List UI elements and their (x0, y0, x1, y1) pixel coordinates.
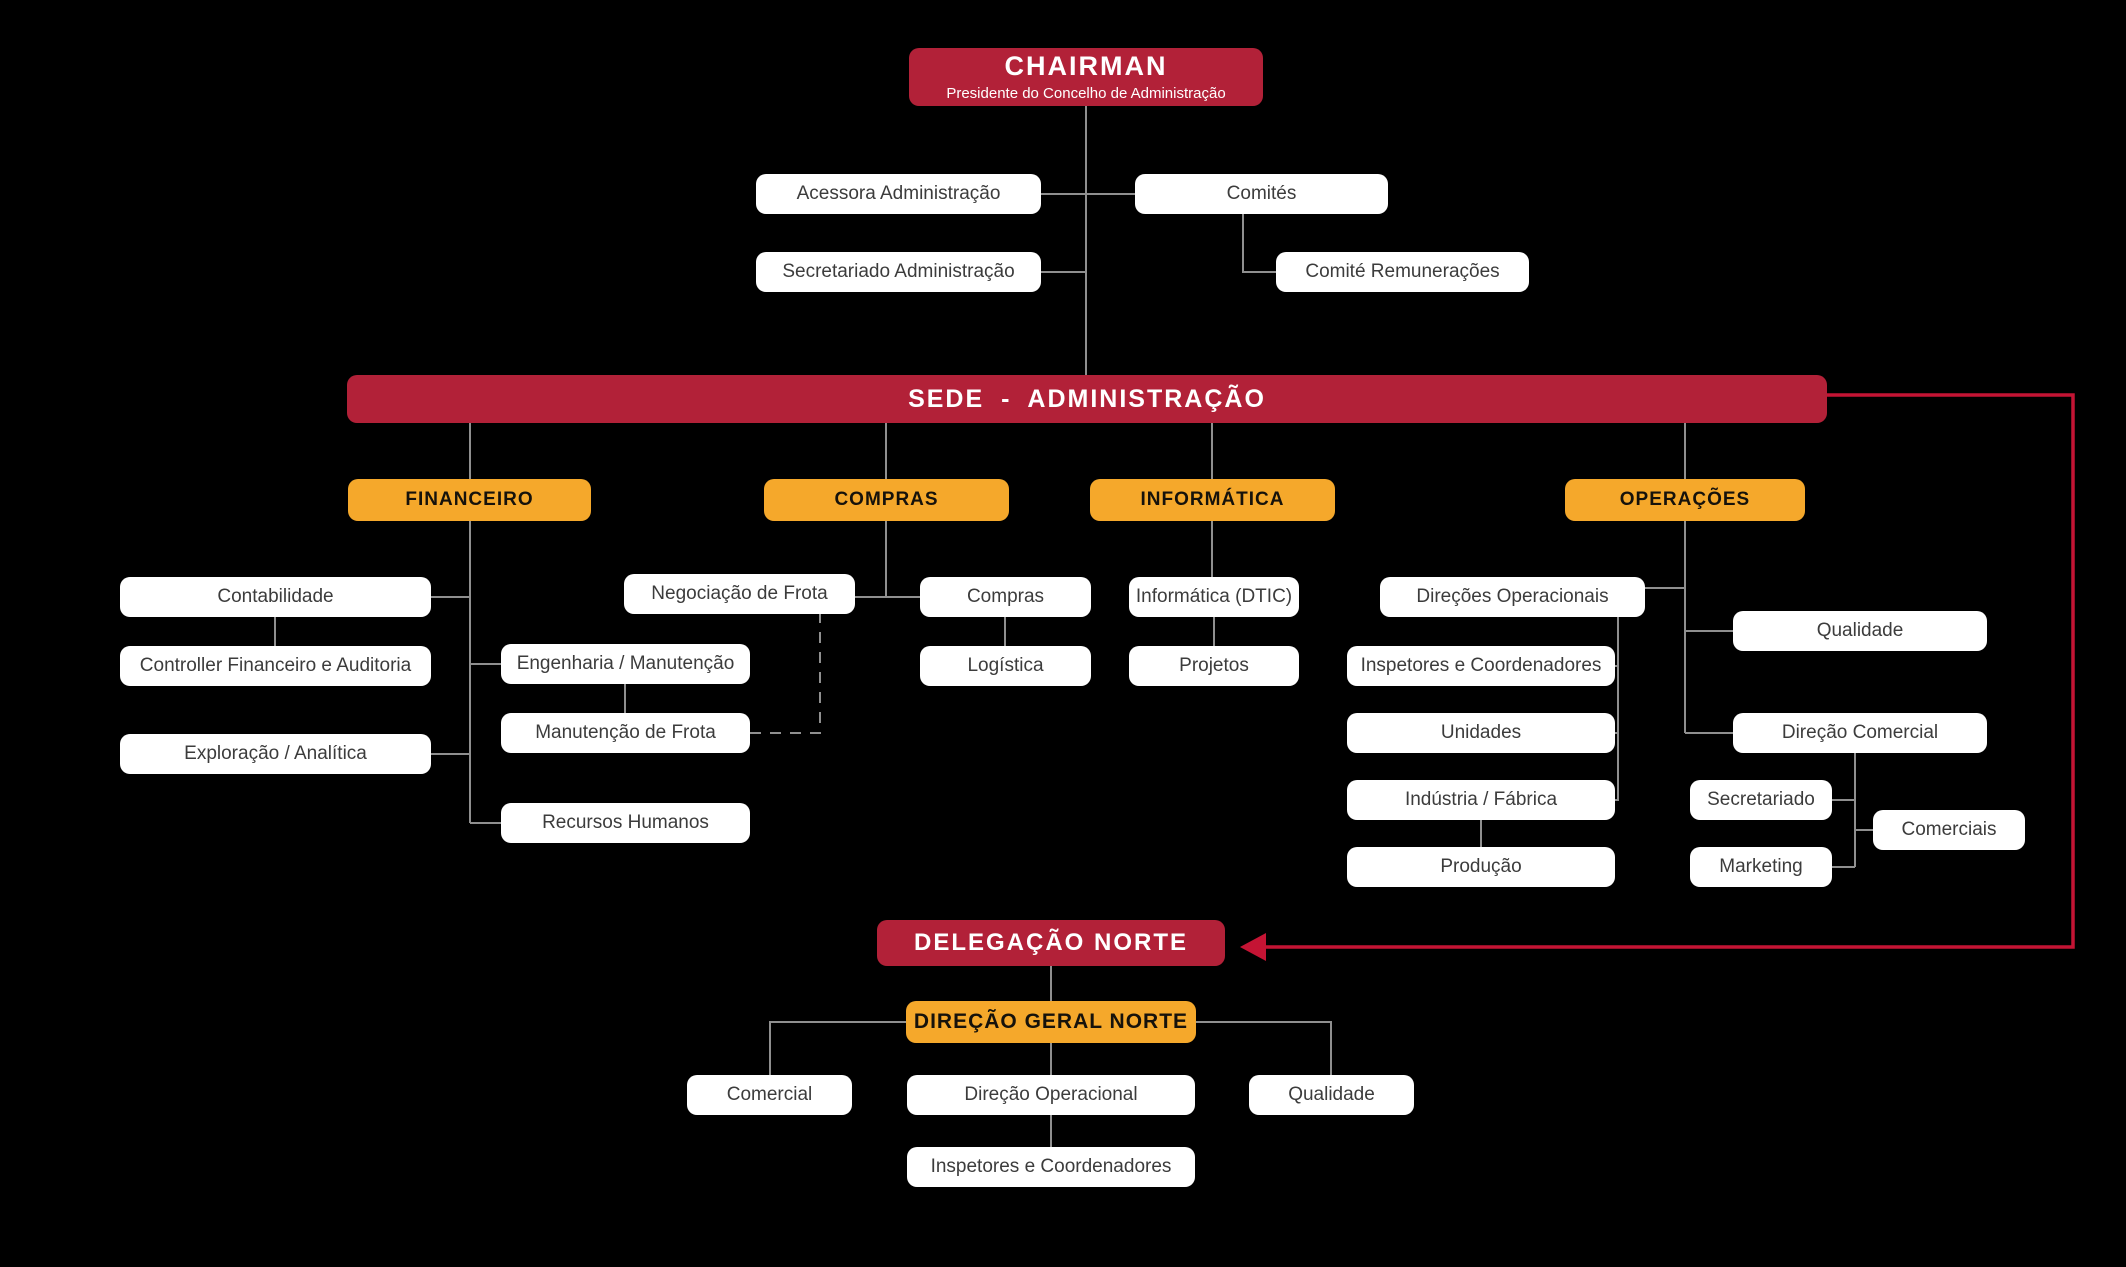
node-secretariado-administracao: Secretariado Administração (756, 252, 1041, 292)
node-comerciais: Comerciais (1873, 810, 2025, 850)
node-acessora-administracao: Acessora Administração (756, 174, 1041, 214)
node-compras: Compras (920, 577, 1091, 617)
node-negociacao-de-frota: Negociação de Frota (624, 574, 855, 614)
node-sede-administracao: SEDE - ADMINISTRAÇÃO (347, 375, 1827, 423)
node-unidades: Unidades (1347, 713, 1615, 753)
chairman-subtitle: Presidente do Concelho de Administração (946, 85, 1226, 103)
node-exploracao-analitica: Exploração / Analítica (120, 734, 431, 774)
chairman-title: CHAIRMAN (1004, 51, 1168, 82)
node-inspetores-coordenadores-norte: Inspetores e Coordenadores (907, 1147, 1195, 1187)
node-controller-financeiro: Controller Financeiro e Auditoria (120, 646, 431, 686)
node-projetos: Projetos (1129, 646, 1299, 686)
node-comite-remuneracoes: Comité Remunerações (1276, 252, 1529, 292)
node-inspetores-coordenadores: Inspetores e Coordenadores (1347, 646, 1615, 686)
node-direcao-geral-norte: DIREÇÃO GERAL NORTE (906, 1001, 1196, 1043)
node-secretariado-operacoes: Secretariado (1690, 780, 1832, 820)
node-industria-fabrica: Indústria / Fábrica (1347, 780, 1615, 820)
node-direcao-comercial: Direção Comercial (1733, 713, 1987, 753)
node-contabilidade: Contabilidade (120, 577, 431, 617)
node-comites: Comités (1135, 174, 1388, 214)
node-producao: Produção (1347, 847, 1615, 887)
sede-to-delegacao-arrow (1240, 393, 2075, 961)
node-financeiro: FINANCEIRO (348, 479, 591, 521)
node-logistica: Logística (920, 646, 1091, 686)
node-operacoes-header: OPERAÇÕES (1565, 479, 1805, 521)
arrowhead-icon (1240, 933, 1266, 961)
node-comercial-norte: Comercial (687, 1075, 852, 1115)
node-informatica-dtic: Informática (DTIC) (1129, 577, 1299, 617)
node-marketing: Marketing (1690, 847, 1832, 887)
node-qualidade-operacoes: Qualidade (1733, 611, 1987, 651)
node-manutencao-de-frota: Manutenção de Frota (501, 713, 750, 753)
node-informatica-header: INFORMÁTICA (1090, 479, 1335, 521)
dashed-connector (750, 614, 821, 734)
node-recursos-humanos: Recursos Humanos (501, 803, 750, 843)
node-compras-header: COMPRAS (764, 479, 1009, 521)
node-delegacao-norte: DELEGAÇÃO NORTE (877, 920, 1225, 966)
node-chairman: CHAIRMAN Presidente do Concelho de Admin… (909, 48, 1263, 106)
gray-connectors (274, 106, 1873, 1147)
node-engenharia-manutencao: Engenharia / Manutenção (501, 644, 750, 684)
node-qualidade-norte: Qualidade (1249, 1075, 1414, 1115)
node-direcoes-operacionais: Direções Operacionais (1380, 577, 1645, 617)
node-direcao-operacional-norte: Direção Operacional (907, 1075, 1195, 1115)
